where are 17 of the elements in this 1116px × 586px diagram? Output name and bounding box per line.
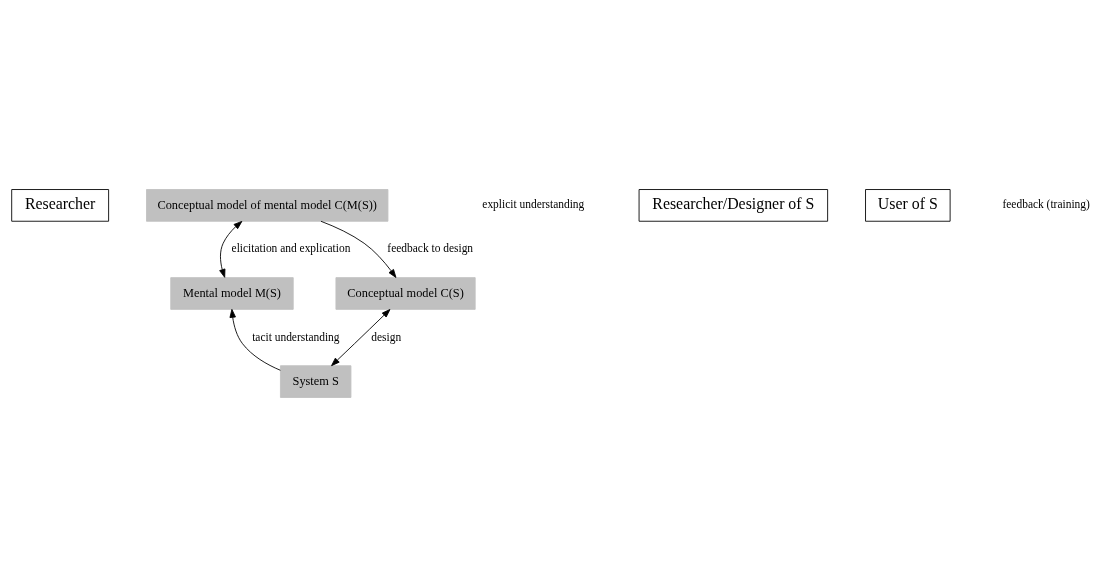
node-box: Conceptual model C(S) [335,276,476,310]
node-box: Researcher/Designer of S [638,188,829,222]
label: feedback (training) [1002,197,1090,210]
edge-label: feedback to design [387,241,474,254]
node-box: System S [280,364,352,398]
node-box: Researcher [11,188,110,222]
arrow [331,308,391,366]
arrow [229,308,281,371]
edge-label: tacit understanding [252,330,340,343]
node-box: User of S [865,188,951,222]
arrow [219,220,243,278]
label: explicit understanding [482,197,585,210]
node-box: Conceptual model of mental model C(M(S)) [146,188,389,222]
arrow [320,220,397,278]
node-box: Mental model M(S) [170,276,294,310]
edge-label: design [371,330,402,343]
edge-label: elicitation and explication [231,241,351,254]
